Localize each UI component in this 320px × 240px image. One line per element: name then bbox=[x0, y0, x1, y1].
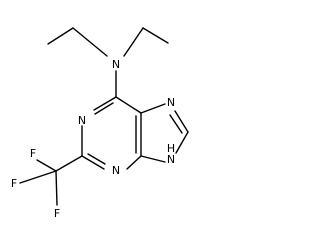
bond-c8-n9 bbox=[175, 131, 189, 154]
bond-c2-n3-double-a bbox=[81, 155, 105, 170]
molecule-structure: N N N N N H F F F bbox=[11, 27, 189, 220]
bond-ethyl1-ch2-n bbox=[72, 27, 108, 57]
atom-label-ring-h9: H bbox=[167, 142, 175, 155]
atom-label-f-left: F bbox=[11, 177, 17, 190]
bond-cf3-f-left bbox=[19, 170, 57, 184]
atom-label-f-top: F bbox=[30, 147, 36, 160]
bond-ethyl2-ch2-ch3 bbox=[142, 27, 169, 44]
bond-c5-c6 bbox=[115, 96, 142, 114]
bond-n9-c4 bbox=[140, 155, 166, 163]
bond-c6-n1-double-a bbox=[93, 96, 117, 111]
atom-label-ring-n9: N bbox=[167, 153, 175, 166]
atom-label-f-bottom: F bbox=[54, 207, 60, 220]
atom-label-ring-n7: N bbox=[167, 96, 175, 109]
bond-n7-c8-double-b bbox=[169, 114, 183, 134]
bond-n3-c4 bbox=[126, 155, 142, 170]
atom-label-ring-n1: N bbox=[78, 114, 86, 127]
bond-cf3-f-top bbox=[36, 159, 57, 172]
atom-label-ring-n3: N bbox=[112, 164, 120, 177]
bond-cf3-f-bottom bbox=[55, 170, 58, 206]
bond-c6-n1-double-b bbox=[94, 102, 114, 115]
bond-ethyl1-ch2-ch3 bbox=[47, 27, 74, 45]
bond-c5-n7 bbox=[140, 103, 166, 114]
atom-label-amine-n: N bbox=[112, 58, 120, 71]
bond-n7-c8-double-a bbox=[174, 110, 189, 133]
bond-c2-n3-double-b bbox=[87, 153, 106, 165]
bond-ethyl2-ch2-n bbox=[123, 27, 144, 57]
bond-c2-cf3 bbox=[55, 155, 83, 172]
